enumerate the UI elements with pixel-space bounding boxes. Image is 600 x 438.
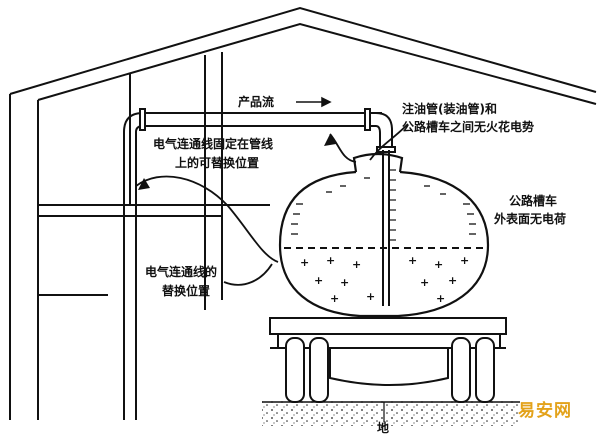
product-flow-label: 产品流 <box>238 95 275 109</box>
bonding-wire-fixed <box>135 175 279 263</box>
svg-text:+: + <box>352 258 361 271</box>
fill-pipe-label-line1: 注油管(装油管)和 <box>402 102 497 116</box>
wire-arrowheads <box>138 134 336 190</box>
bond-alt-label-line2: 替换位置 <box>162 284 211 298</box>
ground <box>262 400 520 426</box>
fill-pipe-label-line2: 公路槽车之间无火花电势 <box>402 120 535 134</box>
leader-fill-pipe <box>369 123 409 161</box>
svg-text:+: + <box>340 276 349 289</box>
pipe-flange <box>376 146 396 153</box>
roof-outer <box>9 6 597 95</box>
fill-pipe-horizontal <box>143 112 382 127</box>
pipe-flange <box>139 108 146 131</box>
fill-pipe-vertical <box>123 132 137 420</box>
fill-pipe <box>123 108 396 420</box>
product-flow-arrow <box>296 96 332 108</box>
truck-chassis <box>269 317 507 403</box>
svg-text:+: + <box>330 292 339 305</box>
tank <box>278 152 490 318</box>
ground-gravel <box>262 400 520 426</box>
svg-text:+: + <box>434 258 443 271</box>
svg-text:+: + <box>300 256 309 269</box>
watermark-text: 易安网 <box>518 401 572 421</box>
axle-housing <box>329 348 449 386</box>
wheel <box>451 337 471 403</box>
svg-text:+: + <box>436 292 445 305</box>
tube-gauge-marks <box>389 169 396 241</box>
pipe-flange <box>364 108 371 131</box>
shed-structure <box>9 6 597 420</box>
wheel <box>285 337 305 403</box>
charge-markers: + + + + + + + + + + + + + <box>300 254 469 305</box>
svg-text:+: + <box>448 274 457 287</box>
chassis-deck <box>269 317 507 335</box>
svg-text:+: + <box>326 254 335 267</box>
tank-inner-marks <box>291 177 476 235</box>
ground-label: 地 <box>377 421 390 435</box>
svg-text:+: + <box>366 290 375 303</box>
bond-fixed-label-line1: 电气连通线固定在管线 <box>153 137 274 151</box>
wheel <box>309 337 329 403</box>
svg-text:+: + <box>314 274 323 287</box>
tank-neck <box>352 152 404 173</box>
bonding-wire-alternate <box>223 263 273 286</box>
bonding-wires <box>135 123 409 286</box>
tank-surface-label-line2: 外表面无电荷 <box>494 212 567 226</box>
bond-fixed-label-line2: 上的可替换位置 <box>175 156 260 170</box>
tank-surface-label-line1: 公路槽车 <box>509 194 558 208</box>
roof-inner <box>37 22 597 105</box>
wheel <box>475 337 495 403</box>
leader-squiggle <box>329 133 357 163</box>
svg-text:+: + <box>460 254 469 267</box>
svg-text:+: + <box>408 254 417 267</box>
fill-pipe-elbow-right <box>375 112 393 150</box>
svg-text:+: + <box>420 276 429 289</box>
bond-alt-label-line1: 电气连通线的 <box>145 265 218 279</box>
tank-body <box>278 170 490 318</box>
fill-pipe-downtube <box>382 150 390 306</box>
